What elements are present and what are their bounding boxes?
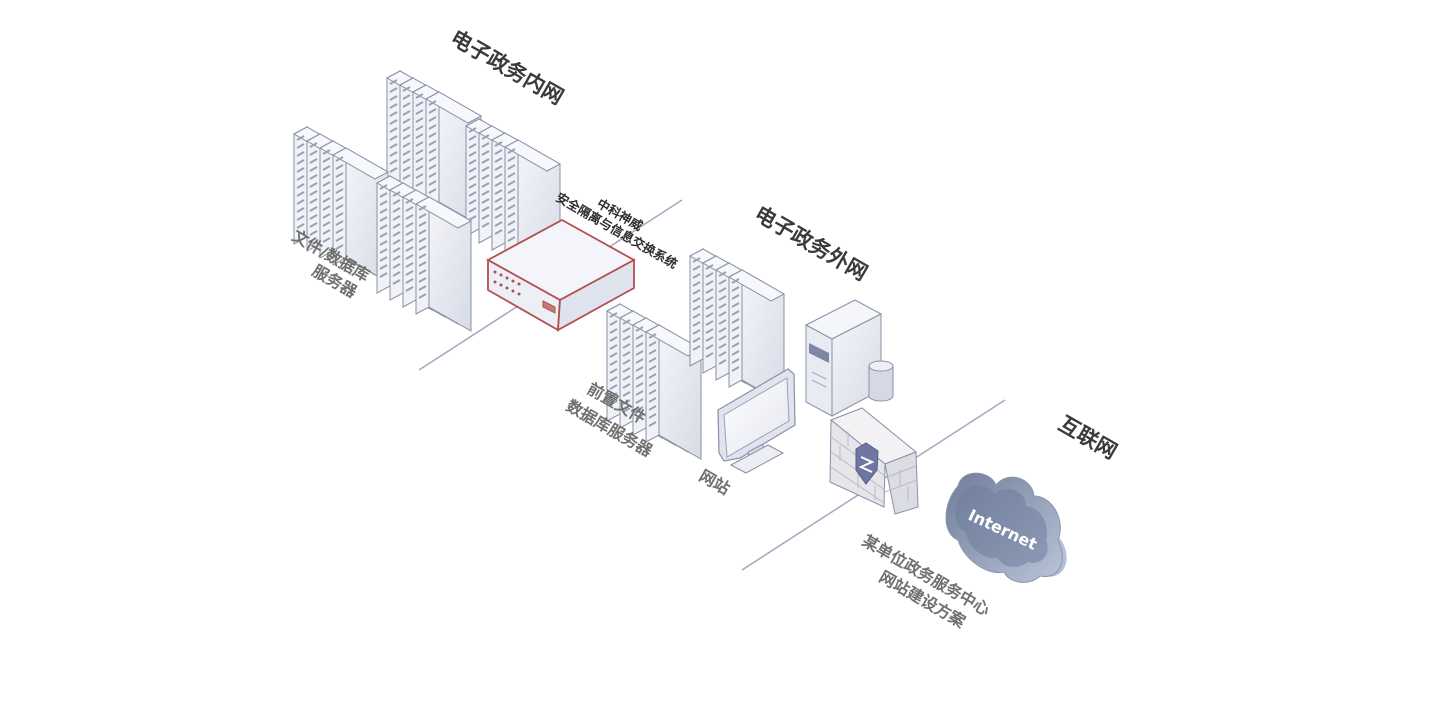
database-icon	[868, 360, 894, 402]
security-gateway-icon	[486, 218, 636, 332]
website-label: 网站	[696, 466, 733, 498]
zone-title-extranet: 电子政务外网	[751, 202, 872, 286]
firewall-icon	[829, 407, 919, 515]
cloud-icon	[945, 472, 1067, 583]
tower-server-icon	[804, 299, 883, 417]
zone-title-internet: 互联网	[1055, 412, 1122, 464]
monitor-icon	[717, 368, 796, 474]
shield-icon	[855, 442, 879, 485]
zone-title-intranet: 电子政务内网	[447, 26, 568, 110]
